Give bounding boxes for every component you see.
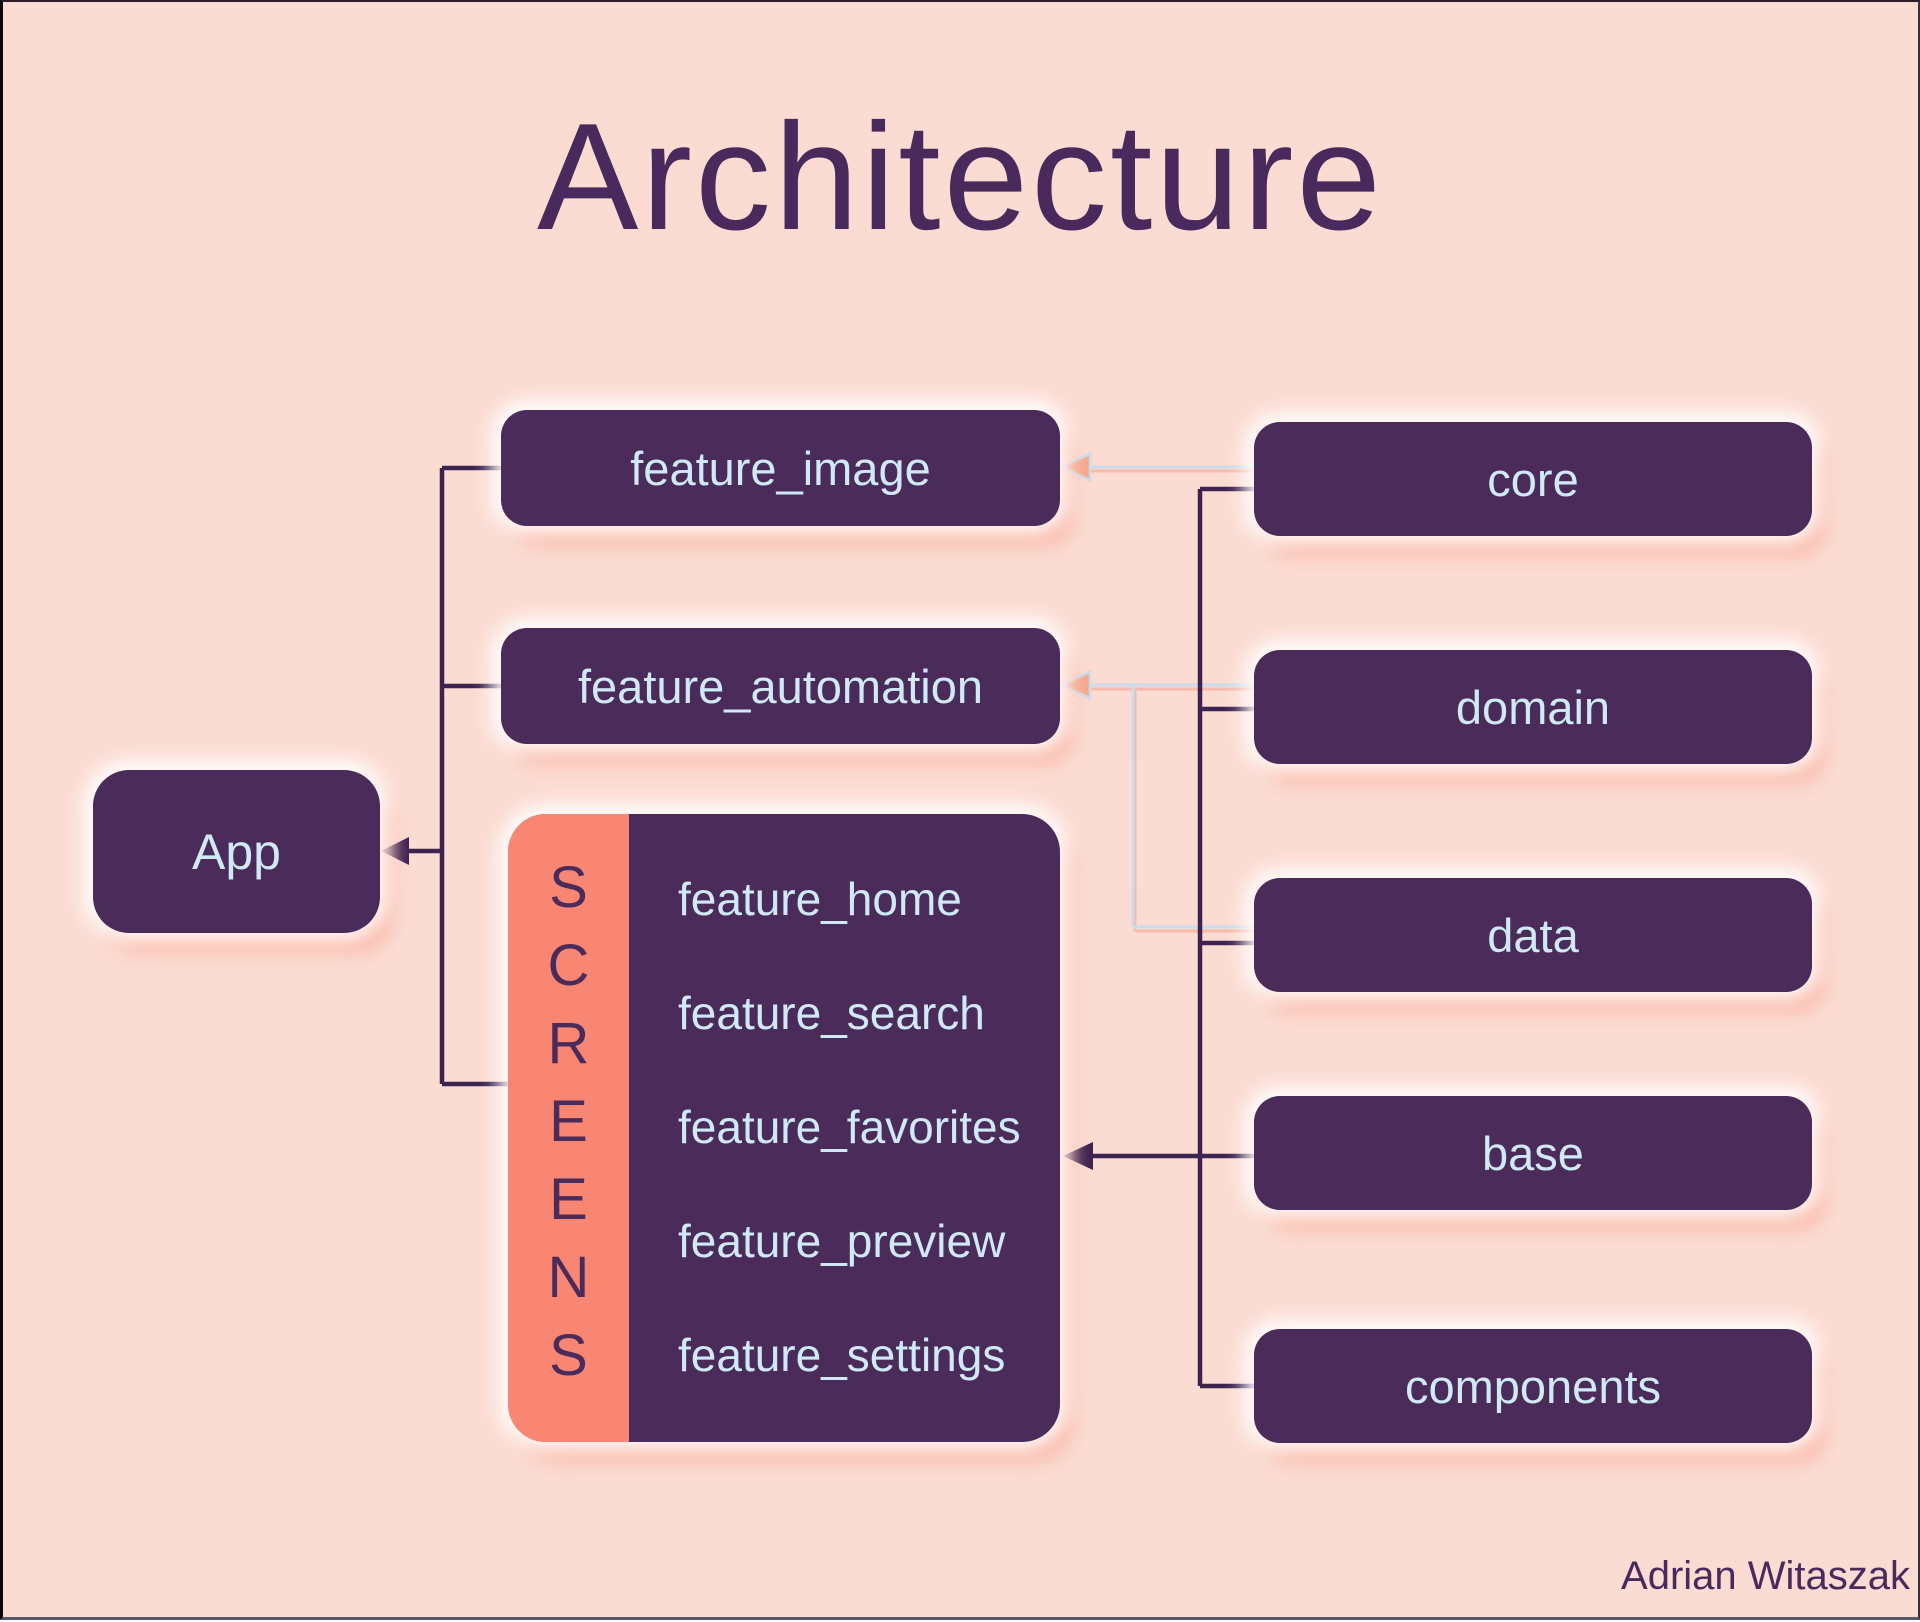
arrowhead-feature-image-icon	[1059, 452, 1092, 482]
node-app: App	[93, 770, 380, 933]
node-core-label: core	[1487, 452, 1579, 506]
node-feature-image: feature_image	[501, 410, 1060, 526]
screens-item-home: feature_home	[678, 873, 962, 925]
node-feature-automation-label: feature_automation	[577, 659, 983, 713]
node-components: components	[1254, 1329, 1812, 1443]
node-base-label: base	[1482, 1126, 1584, 1180]
node-feature-image-label: feature_image	[630, 441, 931, 495]
node-data: data	[1254, 878, 1812, 992]
arrowhead-app-icon	[381, 837, 409, 865]
screens-group: SCREENS feature_home feature_search feat…	[508, 814, 1060, 1442]
screens-rows: feature_home feature_search feature_favo…	[678, 842, 1050, 1412]
node-core: core	[1254, 422, 1812, 536]
page-title: Architecture	[537, 92, 1384, 262]
screens-item-favorites: feature_favorites	[678, 1101, 1021, 1153]
light-links	[1086, 465, 1254, 929]
screens-item-settings: feature_settings	[678, 1329, 1006, 1381]
screens-vertical-label: SCREENS	[536, 855, 601, 1401]
light-link-shadows	[1088, 469, 1256, 933]
connector-lines	[381, 452, 1256, 1389]
node-feature-automation: feature_automation	[501, 628, 1060, 744]
right-tree-lines	[1091, 486, 1254, 1389]
node-base: base	[1254, 1096, 1812, 1210]
screens-item-search: feature_search	[678, 987, 985, 1039]
node-data-label: data	[1487, 908, 1579, 962]
screens-strip: SCREENS	[508, 814, 629, 1442]
arrowhead-feature-automation-icon	[1059, 670, 1092, 700]
arrowhead-screens-icon	[1063, 1142, 1093, 1170]
node-domain: domain	[1254, 650, 1812, 764]
screens-item-preview: feature_preview	[678, 1215, 1006, 1267]
left-tree-lines	[407, 465, 508, 1087]
node-domain-label: domain	[1455, 680, 1611, 734]
node-app-label: App	[192, 823, 281, 880]
author-signature: Adrian Witaszak	[1621, 1554, 1910, 1598]
node-components-label: components	[1404, 1359, 1662, 1413]
